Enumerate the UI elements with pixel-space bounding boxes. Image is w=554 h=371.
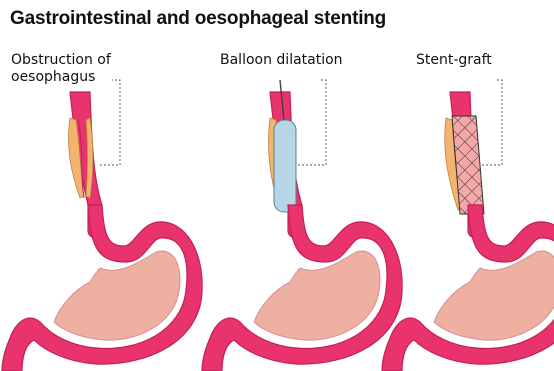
panel-1-obstruction-drawing — [2, 80, 202, 371]
panel-2-balloon-drawing — [202, 80, 402, 371]
panel-3-stent-drawing — [382, 80, 554, 371]
